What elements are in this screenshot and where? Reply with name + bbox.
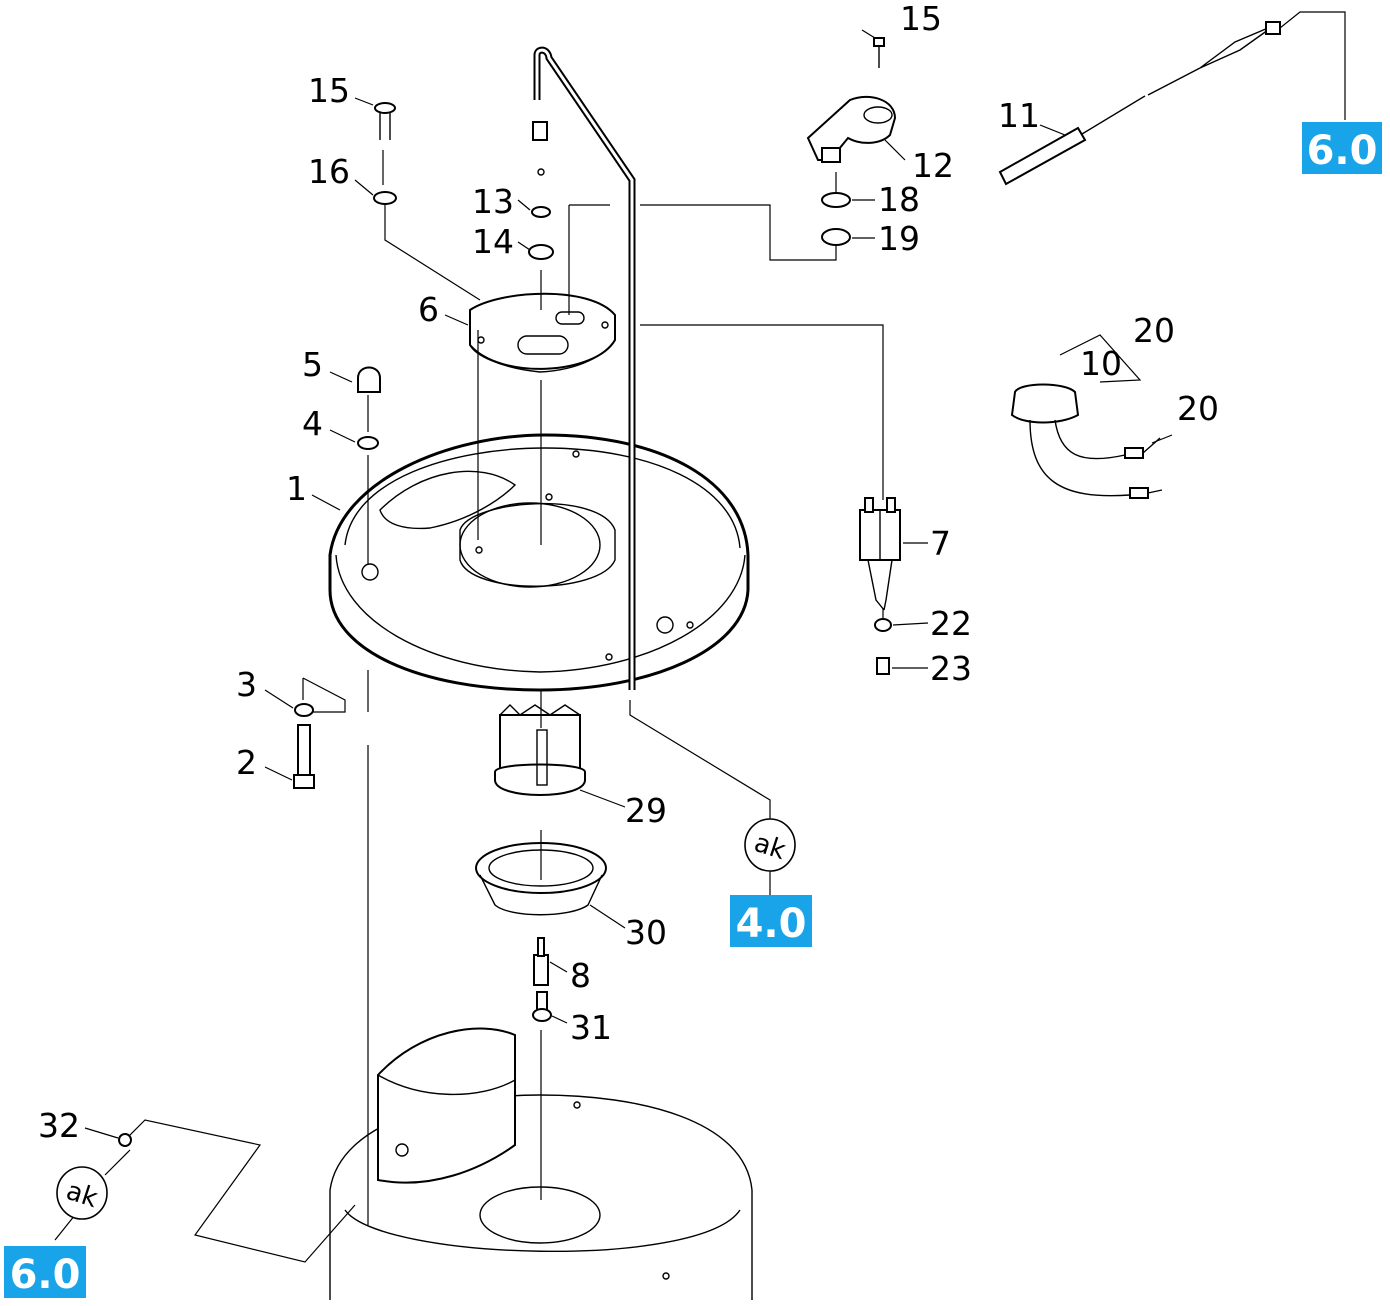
part-label-22: 22	[930, 604, 972, 643]
part-label-12: 12	[912, 146, 954, 185]
part-label-8: 8	[570, 956, 591, 995]
cover-plate	[469, 292, 616, 373]
part-label-16: 16	[308, 152, 350, 191]
ak-symbol-bottom-left: ak	[56, 1166, 108, 1220]
reference-badge-bottom-left[interactable]: 6.0	[4, 1246, 86, 1298]
part-label-3: 3	[236, 665, 257, 704]
ak-symbol-middle: ak	[744, 818, 796, 872]
temperature-sensor	[998, 21, 1281, 186]
bolt-and-washer	[293, 703, 315, 789]
part-label-6: 6	[418, 290, 439, 329]
part-label-11: 11	[998, 96, 1040, 135]
part-32-shape	[118, 1133, 132, 1147]
ignition-tube	[533, 46, 636, 690]
burner-plate	[328, 433, 750, 692]
part-label-20-right: 20	[1177, 389, 1219, 428]
part-label-19: 19	[878, 219, 920, 258]
part-number-labels: 15 16 13 14 6 5 4 1 3 2 15 12 18 19 11 2…	[38, 0, 1219, 1145]
screw-and-washer-left	[373, 102, 397, 205]
part-label-5: 5	[302, 345, 323, 384]
part-label-32: 32	[38, 1106, 80, 1145]
tube-clamp	[806, 37, 897, 246]
part-label-15-left: 15	[308, 71, 350, 110]
part-label-10: 10	[1080, 344, 1122, 383]
part-label-2: 2	[236, 743, 257, 782]
cap-nut-and-washer	[357, 366, 381, 450]
part-label-30: 30	[625, 913, 667, 952]
part-label-4: 4	[302, 404, 323, 443]
part-label-7: 7	[930, 524, 951, 563]
part-label-15-right: 15	[900, 0, 942, 38]
reference-badge-middle[interactable]: 4.0	[730, 895, 812, 947]
reference-badge-bottom-left-label: 6.0	[10, 1252, 81, 1298]
ignition-cable-set	[1010, 383, 1163, 499]
part-label-1: 1	[286, 469, 307, 508]
part-label-23: 23	[930, 649, 972, 688]
part-label-13: 13	[472, 182, 514, 221]
part-label-18: 18	[878, 180, 920, 219]
housing-base	[329, 1027, 753, 1300]
leader-lines	[54, 11, 1346, 1263]
pointer-ticks	[84, 29, 1173, 1139]
reference-badge-top-right-label: 6.0	[1307, 128, 1378, 174]
part-label-20-top: 20	[1133, 311, 1175, 350]
flame-holder	[494, 704, 586, 796]
reference-badge-top-right[interactable]: 6.0	[1302, 122, 1382, 174]
small-fasteners	[528, 121, 554, 260]
part-label-29: 29	[625, 791, 667, 830]
ignition-electrodes	[859, 497, 901, 675]
nozzle	[532, 937, 552, 1022]
part-label-14: 14	[472, 222, 514, 261]
reference-badge-middle-label: 4.0	[736, 901, 807, 947]
part-label-31: 31	[570, 1008, 612, 1047]
